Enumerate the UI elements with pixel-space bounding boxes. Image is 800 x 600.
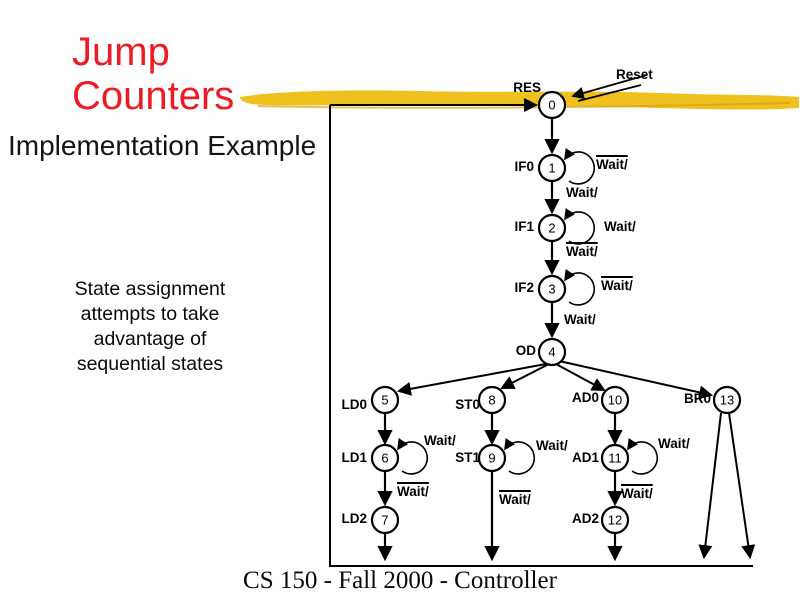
state-12: 12 <box>600 505 630 535</box>
state-9-number: 9 <box>488 451 495 466</box>
edge-4-5 <box>396 363 547 396</box>
state-2-name-label: IF1 <box>514 219 534 234</box>
page-subtitle: Implementation Example <box>8 130 317 161</box>
state-5-circle <box>370 385 400 415</box>
state-13: 13 <box>712 385 742 415</box>
state-7-number: 7 <box>381 513 388 528</box>
state-4: 4 <box>537 337 567 367</box>
state-10-number: 10 <box>608 393 622 408</box>
state-7-name-label: LD2 <box>341 511 367 526</box>
state-3-number: 3 <box>548 282 555 297</box>
highlighter-stroke-edge <box>257 102 791 109</box>
state-1-name-label: IF0 <box>514 159 534 174</box>
state-11-name-label: AD1 <box>571 450 599 465</box>
state-11-number: 11 <box>608 451 622 466</box>
state-2-circle <box>537 213 567 243</box>
state-6-name-label: LD1 <box>341 450 367 465</box>
state-11-circle <box>600 443 630 473</box>
state-6: 6 <box>370 443 400 473</box>
edge-label-t-11-12: Wait/ <box>621 486 653 501</box>
edge-label-t-2-3: Wait/ <box>566 244 598 259</box>
state-9: 9 <box>477 443 507 473</box>
state-10: 10 <box>600 385 630 415</box>
state-0-number: 0 <box>548 98 555 113</box>
edge-label-s1-loop: Wait/ <box>596 157 628 172</box>
reset-label: Reset <box>616 67 653 82</box>
edge-label-t-3-4: Wait/ <box>564 312 596 327</box>
state-0: 0 <box>537 90 567 120</box>
state-5: 5 <box>370 385 400 415</box>
state-4-name-label: OD <box>515 343 536 358</box>
state-8-number: 8 <box>488 393 495 408</box>
self-loop-state-11 <box>627 437 659 475</box>
page-title-line1: Jump <box>72 30 170 74</box>
state-0-name-label: RES <box>513 80 541 95</box>
state-3: 3 <box>537 274 567 304</box>
page-title: Jump Counters <box>72 30 234 118</box>
edge-label-s3-loop: Wait/ <box>601 278 633 293</box>
state-8: 8 <box>477 385 507 415</box>
edge-label-s9-loop: Wait/ <box>536 438 568 453</box>
page-title-line2: Counters <box>72 74 235 118</box>
body-line: sequential states <box>76 353 224 375</box>
edge-4-10 <box>555 363 606 392</box>
state-3-circle <box>537 274 567 304</box>
state-1-circle <box>537 153 567 183</box>
state-6-number: 6 <box>381 451 388 466</box>
edge-13-exit-left <box>698 412 722 560</box>
self-loop-state-6 <box>397 437 429 475</box>
edge-label-s6-loop: Wait/ <box>424 433 456 448</box>
edge-label-s2-loop: Wait/ <box>604 219 636 234</box>
footer-text: CS 150 - Fall 2000 - Controller <box>243 567 557 594</box>
edge-label-t-9-exit: Wait/ <box>499 492 531 507</box>
state-4-number: 4 <box>548 345 555 360</box>
state-13-name-label: BR0 <box>683 391 711 406</box>
state-1: 1 <box>537 153 567 183</box>
edge-label-t-1-2: Wait/ <box>566 185 598 200</box>
body-text: State assignment attempts to take advant… <box>28 277 272 377</box>
state-2-number: 2 <box>548 221 555 236</box>
edge-label-t-6-7: Wait/ <box>397 484 429 499</box>
state-1-number: 1 <box>548 161 555 176</box>
edge-13-exit-right <box>728 412 756 560</box>
state-7: 7 <box>370 505 400 535</box>
state-8-name-label: ST0 <box>455 397 480 412</box>
state-9-circle <box>477 443 507 473</box>
state-10-circle <box>600 385 630 415</box>
diagram-frame <box>329 105 753 567</box>
body-line: State assignment <box>74 278 226 300</box>
state-0-circle <box>537 90 567 120</box>
state-13-circle <box>712 385 742 415</box>
state-7-circle <box>370 505 400 535</box>
self-loop-state-2 <box>564 207 596 245</box>
body-line: attempts to take <box>80 303 220 325</box>
state-10-name-label: AD0 <box>571 390 599 405</box>
self-loop-state-3 <box>564 268 596 306</box>
state-3-name-label: IF2 <box>514 280 534 295</box>
state-12-circle <box>600 505 630 535</box>
state-6-circle <box>370 443 400 473</box>
state-12-name-label: AD2 <box>571 511 599 526</box>
body-line: advantage of <box>93 328 207 350</box>
state-4-circle <box>537 337 567 367</box>
state-9-name-label: ST1 <box>455 450 480 465</box>
self-loop-state-1 <box>564 147 596 185</box>
self-loop-state-9 <box>504 437 536 475</box>
state-8-circle <box>477 385 507 415</box>
state-12-number: 12 <box>608 513 622 528</box>
reset-arrow-second-line <box>577 84 642 102</box>
state-2: 2 <box>537 213 567 243</box>
edge-label-s11-loop: Wait/ <box>658 436 690 451</box>
state-5-number: 5 <box>381 393 388 408</box>
edge-4-13 <box>558 360 714 400</box>
state-5-name-label: LD0 <box>341 397 367 412</box>
state-13-number: 13 <box>720 393 734 408</box>
state-11: 11 <box>600 443 630 473</box>
reset-arrow <box>571 74 648 100</box>
edge-4-8 <box>500 363 550 389</box>
